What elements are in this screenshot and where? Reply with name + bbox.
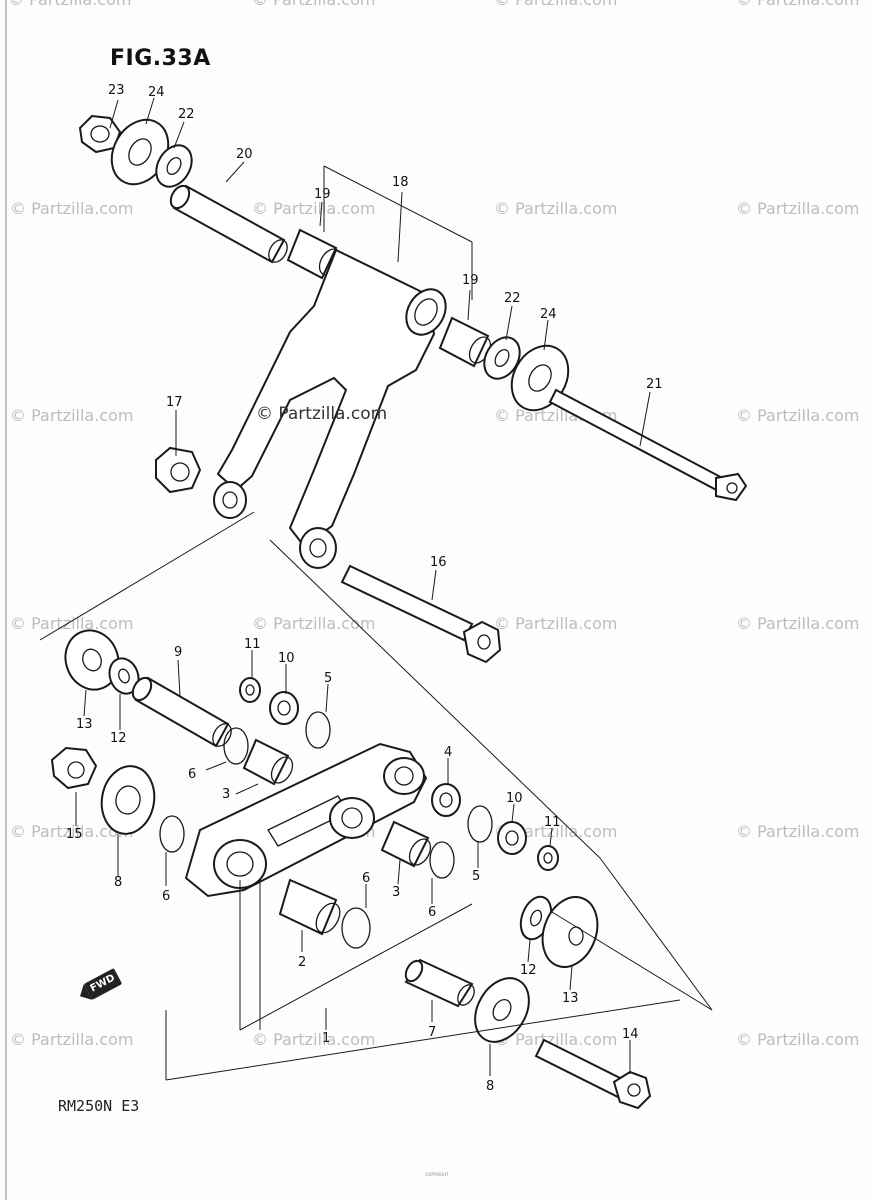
part-8-washer-left [100,765,156,835]
callout-6: 6 [428,905,436,920]
callout-18: 18 [392,175,409,190]
callout-7: 7 [428,1025,436,1040]
callout-12: 12 [520,963,537,978]
model-code: RM250N E3 [58,1097,140,1115]
part-10-seal-right [497,821,527,855]
watermark: © Partzilla.com [494,0,617,9]
callout-6: 6 [362,871,370,886]
part-2-bearing [278,878,341,936]
callout-6: 6 [188,767,196,782]
watermark: © Partzilla.com [736,199,860,218]
callout-11: 11 [244,637,261,652]
callout-4: 4 [444,745,452,760]
callout-22: 22 [504,291,521,306]
callout-1: 1 [322,1031,330,1046]
callout-23: 23 [108,83,125,98]
watermark: © Partzilla.com [736,1030,860,1049]
part-10-seal-left [269,691,299,725]
watermark: © Partzilla.com [10,822,134,841]
callout-labels: 23 24 22 20 19 18 19 22 24 21 17 16 13 1… [66,83,663,1094]
footer-note: COPYRIGHT [425,1172,449,1177]
watermark: © Partzilla.com [8,0,131,9]
callout-3: 3 [392,885,400,900]
watermark: © Partzilla.com [10,614,134,633]
watermark: © Partzilla.com [494,614,618,633]
watermark: © Partzilla.com [10,199,134,218]
part-14-bolt [534,1038,652,1110]
part-8-washer-right [474,977,530,1043]
part-4-spacer [431,783,461,817]
watermark: © Partzilla.com [736,406,860,425]
part-3-bearing-upper [242,738,294,786]
callout-17: 17 [166,395,183,410]
figure-title: FIG.33A [110,46,211,71]
callout-5: 5 [472,869,480,884]
callout-9: 9 [174,645,182,660]
part-21-bolt [548,388,748,502]
callout-20: 20 [236,147,253,162]
callout-6: 6 [162,889,170,904]
watermark: © Partzilla.com [736,614,860,633]
center-watermark: © Partzilla.com [256,404,388,424]
part-15-nut [50,746,98,790]
watermark: © Partzilla.com [252,614,376,633]
part-5-ring-right [467,805,493,843]
callout-21: 21 [646,377,663,392]
watermark: © Partzilla.com [10,1030,134,1049]
watermark: © Partzilla.com [494,199,618,218]
watermark: © Partzilla.com [252,199,376,218]
callout-19: 19 [314,187,331,202]
part-19-bearing-left [286,228,342,280]
part-6-ring-left [159,815,185,853]
callout-24: 24 [540,307,557,322]
watermark: © Partzilla.com [736,822,860,841]
callout-14: 14 [622,1027,639,1042]
part-9-sleeve [131,676,232,748]
callout-16: 16 [430,555,447,570]
part-6-ring-upper [223,727,249,765]
callout-8: 8 [114,875,122,890]
callout-2: 2 [298,955,306,970]
watermark: © Partzilla.com [494,1030,618,1049]
part-3-bearing-lower [380,820,432,868]
callout-24: 24 [148,85,165,100]
part-7-sleeve [404,958,475,1008]
watermark: © Partzilla.com [252,0,375,9]
assembly-bracket-lines [39,97,713,1081]
part-6-ring-bottom [341,907,371,949]
callout-13: 13 [562,991,579,1006]
callout-10: 10 [506,791,523,806]
part-11-seal-left [239,677,261,703]
callout-11: 11 [544,815,561,830]
callout-12: 12 [110,731,127,746]
part-20-sleeve [169,184,288,264]
callout-13: 13 [76,717,93,732]
part-18-cushion-lever [213,248,447,569]
watermark: © Partzilla.com [252,1030,376,1049]
callout-15: 15 [66,827,83,842]
part-16-bolt [340,564,502,664]
part-1-cushion-rod [184,742,428,898]
callout-19: 19 [462,273,479,288]
callout-8: 8 [486,1079,494,1094]
part-6-ring-right [429,841,455,879]
part-11-seal-right [537,845,559,871]
callout-10: 10 [278,651,295,666]
part-12-washer-left [108,657,140,695]
callout-5: 5 [324,671,332,686]
part-17-nut [155,446,202,494]
part-13-washer-left [64,629,120,691]
part-22-washer [155,144,193,188]
callout-3: 3 [222,787,230,802]
callout-22: 22 [178,107,195,122]
watermark: © Partzilla.com [10,406,134,425]
part-5-ring-left [305,711,331,749]
watermark: © Partzilla.com [736,0,859,9]
